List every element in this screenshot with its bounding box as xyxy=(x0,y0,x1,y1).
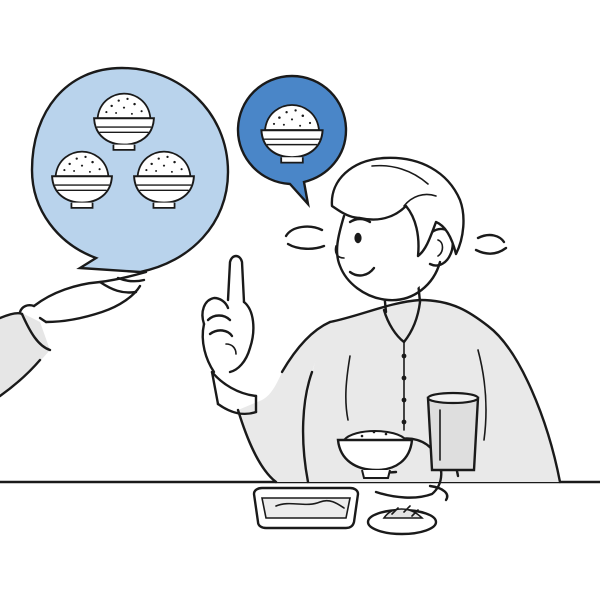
tray-dish xyxy=(252,486,360,530)
glass-cup xyxy=(426,391,480,472)
side-dish xyxy=(366,505,438,536)
bubble-left-shape xyxy=(30,66,230,274)
handheld-rice-bowl xyxy=(336,430,414,479)
left-person-arm xyxy=(0,270,148,398)
speech-bubble-one-bowl xyxy=(236,74,348,208)
speech-bubble-three-bowls xyxy=(30,66,230,274)
motion-lines xyxy=(284,225,508,255)
